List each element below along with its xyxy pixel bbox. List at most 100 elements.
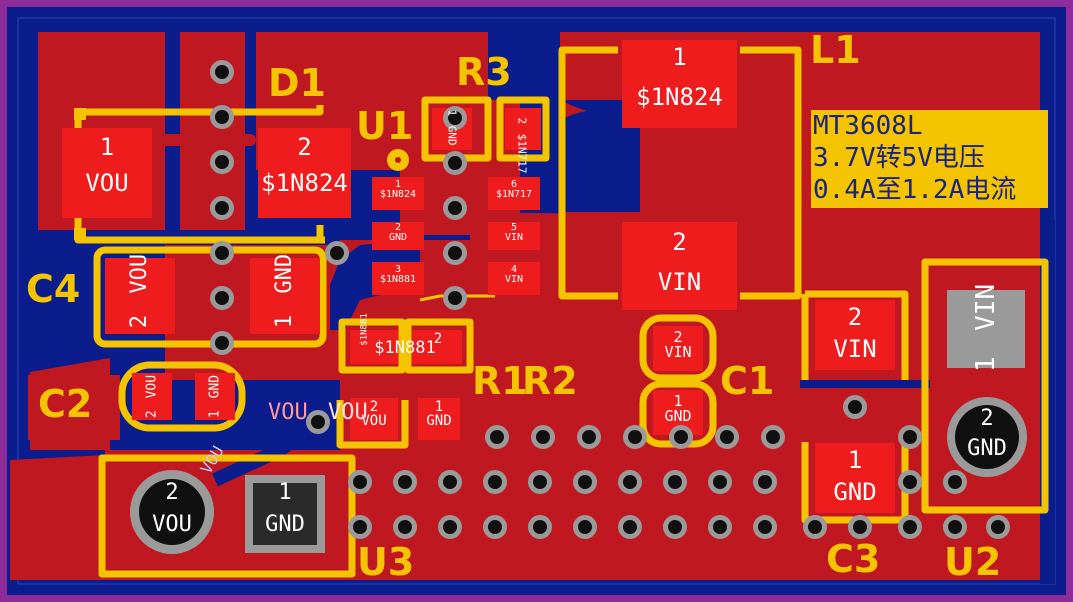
c2-pad-1-label: 1 GND xyxy=(208,367,223,427)
via-hole xyxy=(808,520,822,534)
c4-pad-2 xyxy=(105,258,175,334)
pad-net: GND xyxy=(265,512,305,537)
r1-net-label: $1N881 xyxy=(374,338,436,358)
via-hole xyxy=(398,520,412,534)
via-hole xyxy=(215,110,229,124)
pad-number: 2 xyxy=(165,480,179,505)
net-label-vou: VOU xyxy=(328,400,368,425)
note-line-2: 3.7V转5V电压 xyxy=(813,143,985,173)
pad-net: VIN xyxy=(504,274,524,285)
via-hole xyxy=(215,246,229,260)
designator-l1: L1 xyxy=(810,28,861,72)
via-hole xyxy=(311,415,325,429)
via-hole xyxy=(766,430,780,444)
pad-net: $1N717 xyxy=(515,133,529,174)
designator-c1: C1 xyxy=(720,359,775,403)
pad-net: GND xyxy=(272,253,297,294)
via-hole xyxy=(490,430,504,444)
via-hole xyxy=(398,475,412,489)
designator-u1: U1 xyxy=(356,104,414,148)
u2-outline xyxy=(921,258,1049,514)
u1-pad-6-label: 6$1N717 xyxy=(488,180,540,200)
via-hole xyxy=(991,520,1005,534)
pad-number: 2 xyxy=(297,133,312,161)
via-hole xyxy=(533,475,547,489)
via-hole xyxy=(758,475,772,489)
d1-pad-2 xyxy=(258,128,351,218)
via-hole xyxy=(674,430,688,444)
u2-pad-1-label: 1 VIN xyxy=(971,278,1001,378)
pad-number: 1 xyxy=(99,133,115,161)
via-hole xyxy=(353,475,367,489)
u2-pad-1 xyxy=(947,290,1025,368)
via-hole xyxy=(353,520,367,534)
via-hole xyxy=(713,520,727,534)
note-line-1: MT3608L xyxy=(813,111,923,141)
via-hole xyxy=(536,430,550,444)
pad-net: VOU xyxy=(361,413,387,429)
via-hole xyxy=(623,520,637,534)
r2-outline xyxy=(336,400,409,449)
pad-net: $1N824 xyxy=(261,169,348,197)
pad-number: 2 xyxy=(515,117,529,125)
r2-pad-2 xyxy=(350,398,398,440)
l1-pad-1 xyxy=(622,40,737,128)
via-hole xyxy=(948,520,962,534)
pad-number: 1 xyxy=(272,314,297,329)
pad-net: GND xyxy=(833,478,877,506)
via-hole xyxy=(713,475,727,489)
via-hole xyxy=(448,246,462,260)
d1-pad-2-label: 2 $1N824 xyxy=(258,135,351,195)
via-hole xyxy=(582,430,596,444)
pad-number: 6 xyxy=(510,179,518,190)
c2-outline xyxy=(118,361,246,432)
via-hole xyxy=(903,430,917,444)
c1-pad-2 xyxy=(653,326,703,371)
via-hole xyxy=(448,111,462,125)
c4-pad-1-label: 1 GND xyxy=(272,249,297,333)
designator-c2: C2 xyxy=(38,382,93,426)
pad-number: 1 xyxy=(434,399,444,415)
via-hole xyxy=(330,246,344,260)
u1-pad-1 xyxy=(372,177,424,210)
l1-pad-2-label: 2 VIN xyxy=(622,230,737,294)
pad-net: $1N717 xyxy=(495,189,533,200)
pad-net: $1N824 xyxy=(636,83,723,111)
pad-net: VIN xyxy=(664,343,692,361)
designator-c3: C3 xyxy=(826,537,881,581)
pad-net: VIN xyxy=(971,283,1001,331)
pad-number: 1 xyxy=(394,179,402,190)
design-note: MT3608L 3.7V转5V电压 0.4A至1.2A电流 xyxy=(811,110,1048,208)
pad-net: GND xyxy=(664,407,692,425)
r2-pad-1 xyxy=(418,398,460,440)
via-hole xyxy=(488,475,502,489)
via-hole xyxy=(215,65,229,79)
designator-u2: U2 xyxy=(944,540,1002,584)
c2-pad-1 xyxy=(195,373,235,420)
l1-pad-2 xyxy=(622,222,737,310)
designator-d1: D1 xyxy=(268,61,326,105)
via-hole xyxy=(668,520,682,534)
designator-r3: R3 xyxy=(456,50,512,94)
r3-pad-2 xyxy=(505,108,541,150)
pad-net: $1N824 xyxy=(379,189,417,200)
pad-number: 2 xyxy=(394,222,402,233)
pad-number: 2 xyxy=(369,399,379,415)
u1-pad-6 xyxy=(488,177,540,210)
d1-pad-1-label: 1 VOU xyxy=(62,135,152,195)
pad-number: 2 xyxy=(980,406,994,431)
l1-outline xyxy=(558,46,802,300)
designator-c4: C4 xyxy=(26,267,81,311)
pad-net: VIN xyxy=(504,232,524,243)
pad-number: 2 xyxy=(673,328,683,346)
pad-number: 1 xyxy=(672,43,687,71)
via-hole xyxy=(758,520,772,534)
via-hole xyxy=(623,475,637,489)
via-hole xyxy=(215,336,229,350)
via-hole xyxy=(668,475,682,489)
